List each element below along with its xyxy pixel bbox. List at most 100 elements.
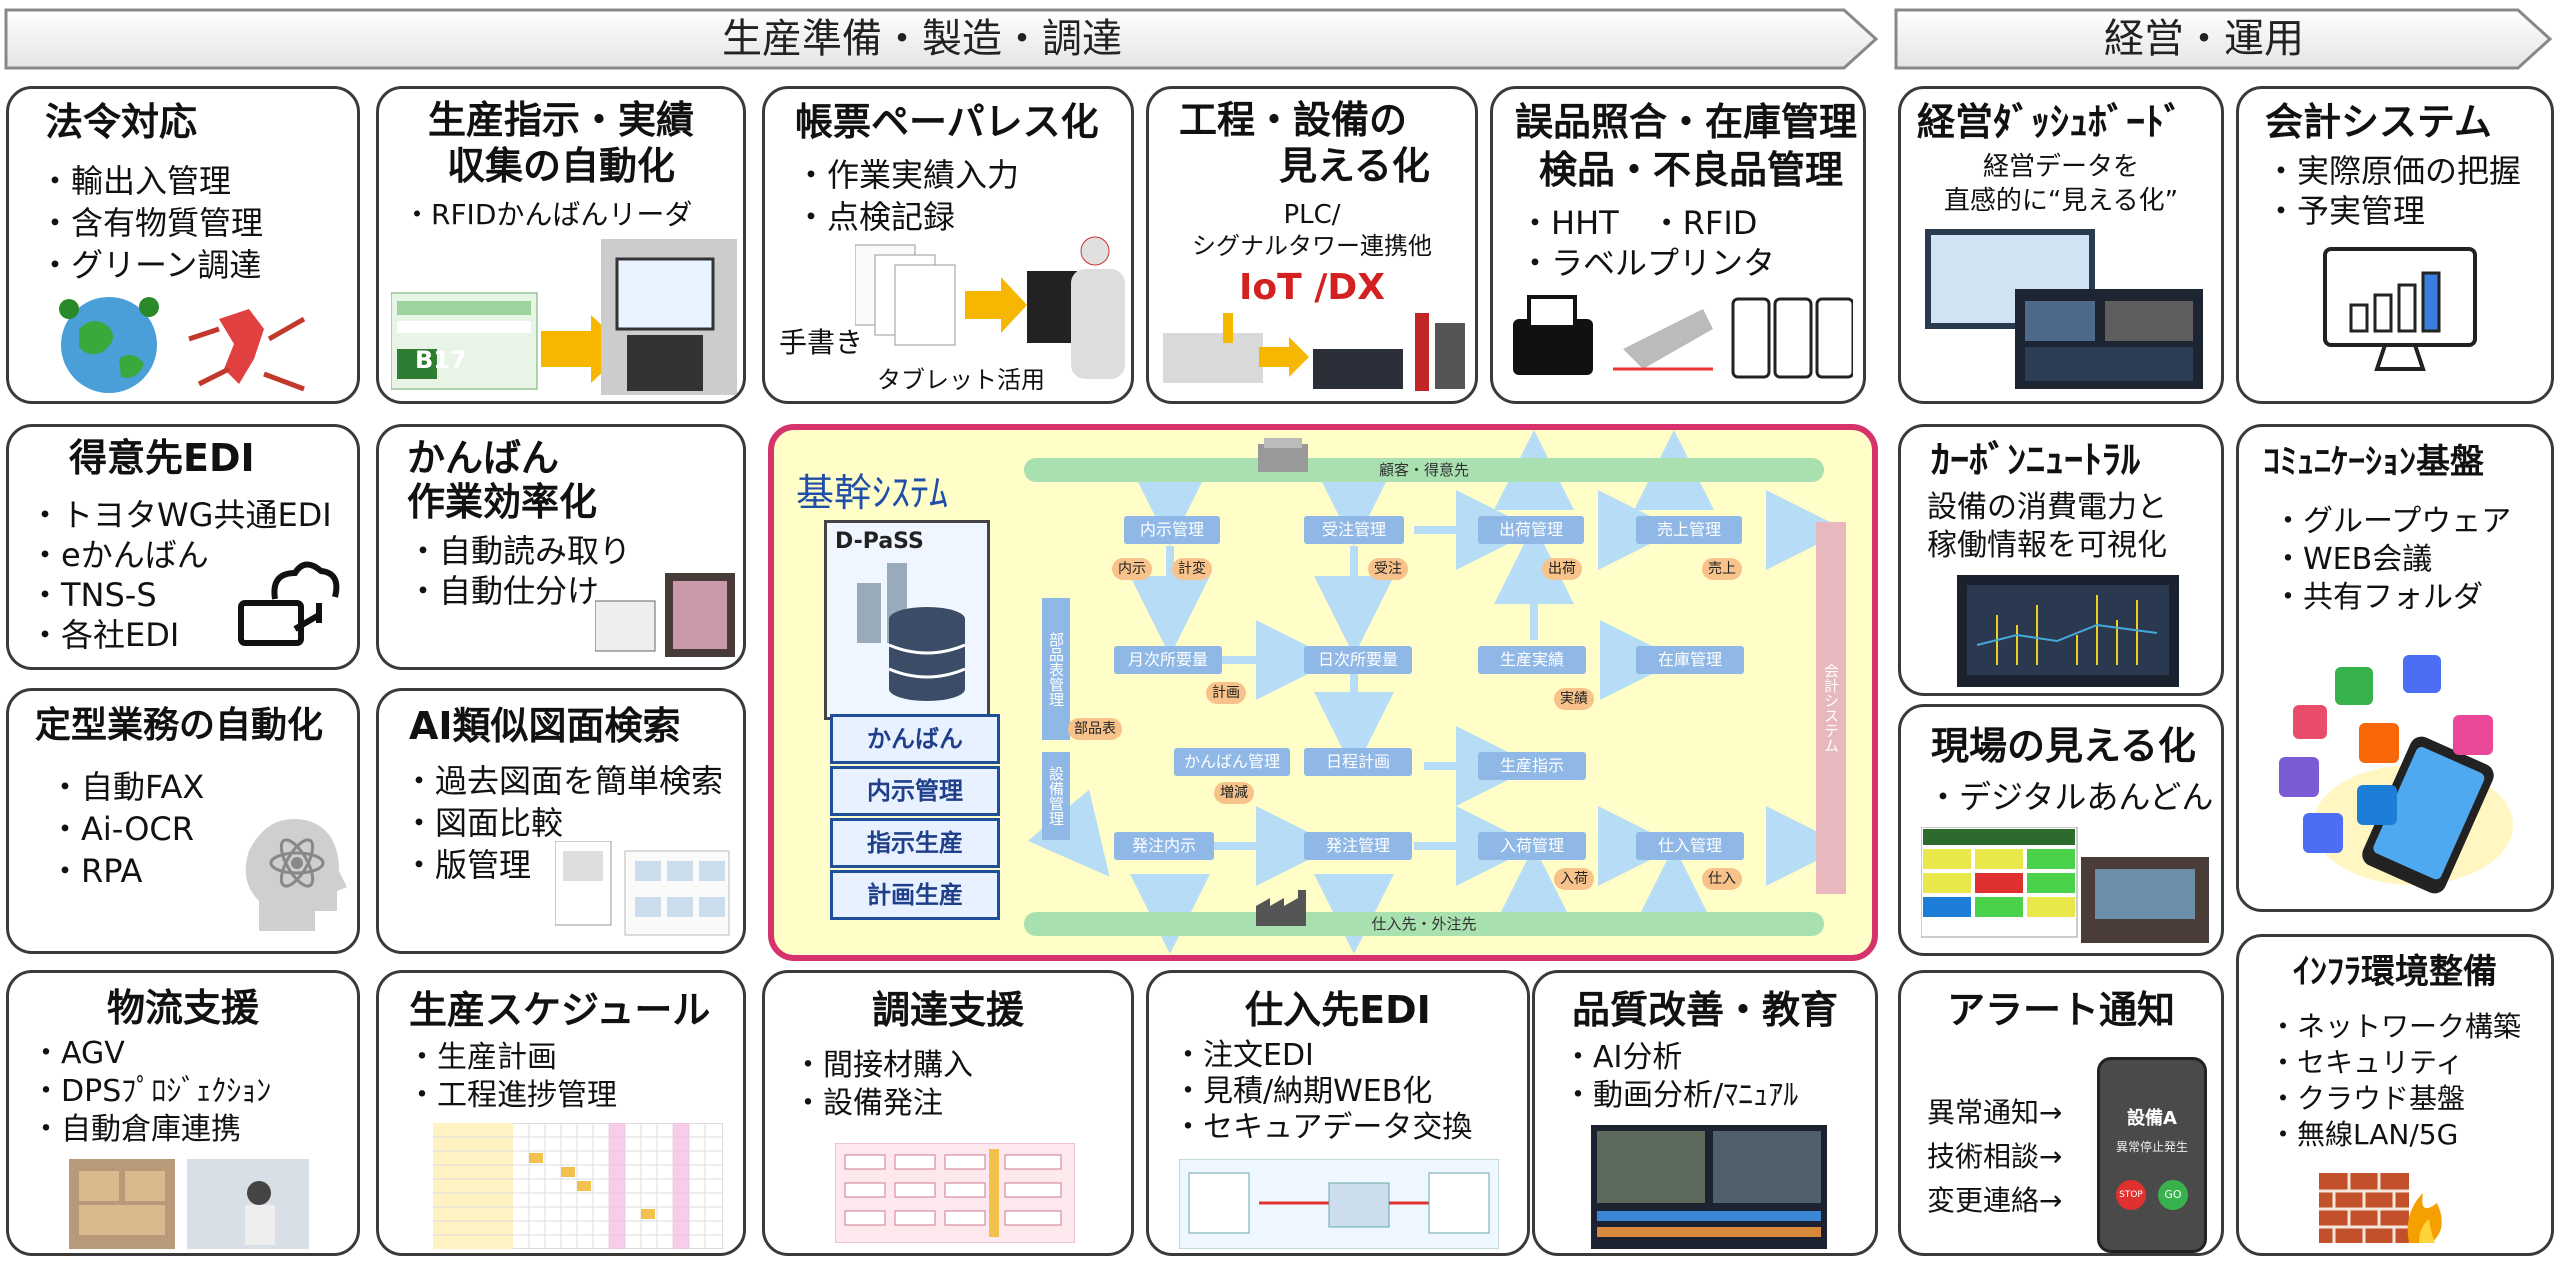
card-title: 誤品照合・在庫管理: [1515, 100, 1858, 144]
list-item: ・点検記録: [795, 198, 956, 236]
flow-node-getsuji: 月次所要量: [1114, 646, 1222, 674]
list-item: ・HHT ・RFID: [1519, 204, 1758, 242]
iot-dx-label: IoT /DX: [1238, 267, 1385, 308]
note-tablet: タブレット活用: [877, 366, 1045, 394]
flow-node-nittei: 日程計画: [1304, 748, 1412, 776]
card-kanban-efficiency: かんばん 作業効率化 ・自動読み取り ・自動仕分け: [376, 424, 746, 670]
banner-arrow-shape: [4, 8, 1879, 70]
stop-button[interactable]: STOP: [2116, 1180, 2146, 1210]
list-item: ・版管理: [403, 846, 532, 884]
list-item: ・RPA: [49, 852, 143, 890]
card-title: 現場の見える化: [1931, 724, 2196, 768]
list-item: ・共有フォルダ: [2273, 580, 2483, 615]
list-item: ・グループウェア: [2273, 504, 2512, 539]
core-system-title: 基幹ｼｽﾃﾑ: [796, 471, 949, 515]
list-item: 技術相談→: [1927, 1140, 2063, 1173]
card-title: 検品・不良品管理: [1539, 148, 1844, 192]
plc-device-image: [1163, 313, 1465, 391]
customer-building-icon: [1258, 438, 1308, 472]
card-infrastructure: ｲﾝﾌﾗ環境整備 ・ネットワーク構築 ・セキュリティ ・クラウド基盤 ・無線LA…: [2236, 934, 2554, 1256]
card-title: 帳票ペーパレス化: [795, 100, 1099, 144]
list-item: ・設備発注: [793, 1086, 943, 1121]
core-button-naiji[interactable]: 内示管理: [830, 766, 1000, 816]
flow-tag-shukka: 出荷: [1542, 558, 1582, 580]
dpass-logo-text: D-PaSS: [835, 529, 924, 554]
flow-node-juchu: 受注管理: [1304, 516, 1404, 544]
kanban-label-code: B17: [415, 346, 467, 374]
list-item: ・WEB会議: [2273, 542, 2433, 577]
list-item: ・RFIDかんばんリーダ: [403, 198, 693, 231]
list-item: ・DPSﾌﾟﾛｼﾞｪｸｼｮﾝ: [31, 1074, 272, 1109]
banner-production-title: 生産準備・製造・調達: [722, 16, 1122, 62]
flow-tag-jisseki: 実績: [1554, 688, 1594, 710]
card-paperless: 帳票ペーパレス化 ・作業実績入力 ・点検記録 手書き タブレット活用: [762, 86, 1134, 404]
banner-production: 生産準備・製造・調達: [4, 8, 1880, 70]
kanban-machine-image: [595, 573, 735, 657]
card-routine-automation: 定型業務の自動化 ・自動FAX ・Ai-OCR ・RPA: [6, 688, 360, 954]
flow-node-seisan-shiji: 生産指示: [1478, 752, 1586, 780]
card-title: 見える化: [1279, 144, 1430, 188]
card-title: ｶｰﾎﾞﾝﾆｭｰﾄﾗﾙ: [1931, 438, 2141, 482]
flow-tag-uriage: 売上: [1702, 558, 1742, 580]
flow-node-kanban-kanri: かんばん管理: [1174, 748, 1290, 776]
list-item: ・注文EDI: [1173, 1038, 1314, 1073]
flow-tag-keihen: 計変: [1172, 558, 1212, 580]
flow-node-seisan-jisseki: 生産実績: [1478, 646, 1586, 674]
card-alert: アラート通知 異常通知→ 技術相談→ 変更連絡→ 設備A 異常停止発生 STOP…: [1898, 970, 2224, 1256]
flow-tag-shiire: 仕入: [1702, 868, 1742, 890]
card-title: 会計システム: [2265, 100, 2492, 144]
card-communication: ｺﾐｭﾆｹｰｼｮﾝ基盤 ・グループウェア ・WEB会議 ・共有フォルダ: [2236, 424, 2554, 912]
flow-node-hacchu-naiji: 発注内示: [1114, 832, 1214, 860]
list-item: ・グリーン調達: [39, 246, 262, 284]
list-item: ・過去図面を簡単検索: [403, 762, 724, 800]
list-item: ・工程進捗管理: [407, 1078, 617, 1113]
card-production-instruction: 生産指示・実績 収集の自動化 ・RFIDかんばんリーダ B17: [376, 86, 746, 404]
card-procurement: 調達支援 ・間接材購入 ・設備発注: [762, 970, 1134, 1256]
card-title: 生産スケジュール: [409, 988, 711, 1032]
card-title: 調達支援: [871, 988, 1024, 1032]
core-button-keikaku[interactable]: 計画生産: [830, 870, 1000, 920]
flow-node-zaiko: 在庫管理: [1636, 646, 1744, 674]
list-item: 異常通知→: [1927, 1096, 2063, 1129]
list-item: 稼働情報を可視化: [1927, 528, 2167, 563]
flow-node-shukka: 出荷管理: [1478, 516, 1584, 544]
cloud-computer-icon: [238, 561, 340, 646]
core-button-kanban[interactable]: かんばん: [830, 714, 1000, 764]
list-item: ・自動仕分け: [407, 572, 600, 610]
flow-bar-equipment: 設備管理: [1042, 752, 1070, 840]
list-item: ・輸出入管理: [39, 162, 232, 200]
power-chart-image: [1957, 575, 2179, 687]
subtitle: 直感的に“見える化”: [1943, 186, 2179, 216]
card-title: 収集の自動化: [446, 144, 675, 188]
banner-management-title: 経営・運用: [2104, 16, 2304, 62]
card-title: 法令対応: [45, 100, 198, 144]
list-item: 設備の消費電力と: [1927, 490, 2167, 525]
flow-node-naiji: 内示管理: [1124, 516, 1220, 544]
flow-node-nyuka: 入荷管理: [1478, 832, 1586, 860]
andon-board-image: [1921, 827, 2209, 943]
video-analysis-image: [1591, 1125, 1827, 1249]
card-logistics: 物流支援 ・AGV ・DPSﾌﾟﾛｼﾞｪｸｼｮﾝ ・自動倉庫連携: [6, 970, 360, 1256]
subtitle: シグナルタワー連携他: [1192, 232, 1432, 260]
list-item: ・AGV: [31, 1036, 125, 1071]
card-title: 品質改善・教育: [1571, 988, 1838, 1032]
banner-arrow-shape: [1894, 8, 2553, 70]
note-handwritten: 手書き: [779, 326, 864, 359]
go-button[interactable]: GO: [2158, 1180, 2188, 1210]
factory-icon: [1256, 890, 1306, 926]
card-title: AI類似図面検索: [409, 704, 681, 748]
flow-node-hacchu: 発注管理: [1304, 832, 1412, 860]
core-system-panel: 基幹ｼｽﾃﾑ D-PaSS かんばん 内示管理 指示生産 計画生産 顧客・得意先…: [768, 424, 1878, 961]
flow-tag-naiji: 内示: [1112, 558, 1152, 580]
list-item: ・含有物質管理: [39, 204, 264, 242]
printer-scanner-image: [1513, 295, 1853, 379]
card-accounting: 会計システム ・実際原価の把握 ・予実管理: [2236, 86, 2554, 404]
card-legal: 法令対応 ・輸出入管理 ・含有物質管理 ・グリーン調達: [6, 86, 360, 404]
card-visualization: 工程・設備の 見える化 PLC/ シグナルタワー連携他 IoT /DX: [1146, 86, 1478, 404]
card-title: 仕入先EDI: [1245, 988, 1431, 1032]
list-item: ・間接材購入: [793, 1048, 973, 1083]
card-title: 工程・設備の: [1179, 98, 1408, 142]
ai-head-icon: [245, 819, 347, 931]
core-button-shiji[interactable]: 指示生産: [830, 818, 1000, 868]
card-inventory: 誤品照合・在庫管理 検品・不良品管理 ・HHT ・RFID ・ラベルプリンタ: [1490, 86, 1866, 404]
